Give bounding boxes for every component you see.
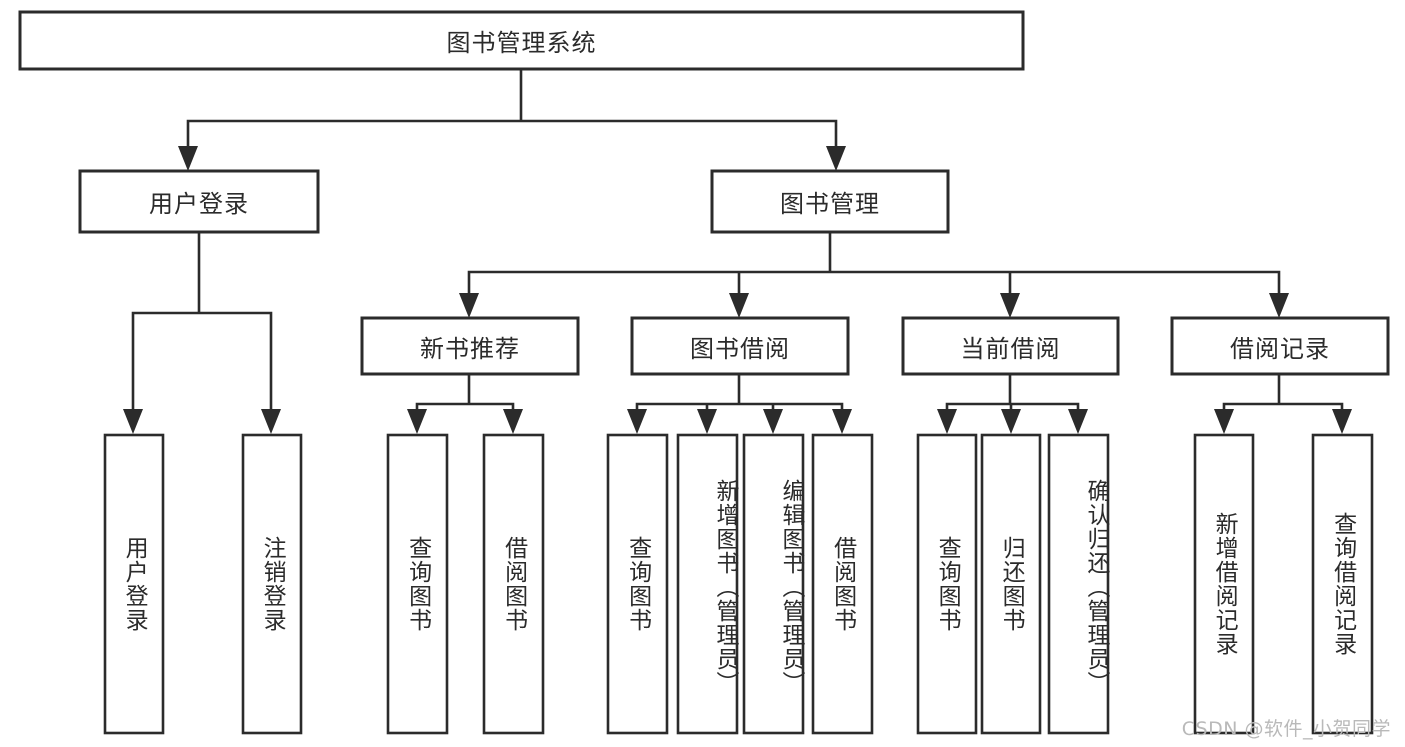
node-box-leaf-query-books-current[interactable]	[916, 433, 978, 735]
connector-records-to-leaves	[1214, 372, 1352, 434]
node-box-leaf-logout[interactable]	[241, 433, 303, 735]
node-box-root[interactable]	[18, 10, 1025, 71]
connector-root-to-level2	[178, 67, 846, 171]
arrow-head-icon	[1269, 293, 1289, 318]
connector-currentborrow-to-leaves	[937, 372, 1088, 434]
arrow-head-icon	[1068, 409, 1088, 434]
arrow-head-icon	[826, 146, 846, 171]
arrow-head-icon	[627, 409, 647, 434]
node-box-leaf-query-books-recommend[interactable]	[386, 433, 449, 735]
node-box-leaf-edit-book-admin[interactable]	[742, 433, 805, 735]
node-box-current-borrow[interactable]	[901, 316, 1120, 376]
arrow-head-icon	[697, 409, 717, 434]
arrow-head-icon	[261, 409, 281, 434]
node-box-user-login[interactable]	[78, 169, 320, 234]
arrow-head-icon	[729, 293, 749, 318]
node-box-leaf-return-book[interactable]	[980, 433, 1042, 735]
arrow-head-icon	[1332, 409, 1352, 434]
node-box-book-borrow[interactable]	[630, 316, 850, 376]
arrow-head-icon	[123, 409, 143, 434]
node-box-new-book-recommend[interactable]	[360, 316, 580, 376]
connector-bookmgmt-to-level3	[459, 230, 1289, 318]
node-box-leaf-confirm-return-admin[interactable]	[1047, 433, 1110, 735]
node-box-leaf-borrow-books-recommend[interactable]	[482, 433, 545, 735]
arrow-head-icon	[1214, 409, 1234, 434]
node-box-leaf-borrow-book[interactable]	[811, 433, 874, 735]
arrow-head-icon	[459, 293, 479, 318]
arrow-head-icon	[937, 409, 957, 434]
node-box-leaf-query-borrow-record[interactable]	[1311, 433, 1374, 735]
node-box-leaf-query-books-borrow[interactable]	[606, 433, 669, 735]
arrow-head-icon	[407, 409, 427, 434]
arrow-head-icon	[763, 409, 783, 434]
node-box-leaf-add-book-admin[interactable]	[676, 433, 739, 735]
node-box-book-management[interactable]	[710, 169, 950, 234]
connector-recommend-to-leaves	[407, 372, 523, 434]
arrow-head-icon	[178, 146, 198, 171]
arrow-head-icon	[1001, 409, 1021, 434]
node-box-borrow-records[interactable]	[1170, 316, 1390, 376]
connector-userlogin-to-leaves	[123, 230, 281, 434]
arrow-head-icon	[503, 409, 523, 434]
arrow-head-icon	[1000, 293, 1020, 318]
node-box-leaf-add-borrow-record[interactable]	[1193, 433, 1255, 735]
connector-bookborrow-to-leaves	[627, 372, 852, 434]
node-box-leaf-user-login[interactable]	[103, 433, 165, 735]
arrow-head-icon	[832, 409, 852, 434]
